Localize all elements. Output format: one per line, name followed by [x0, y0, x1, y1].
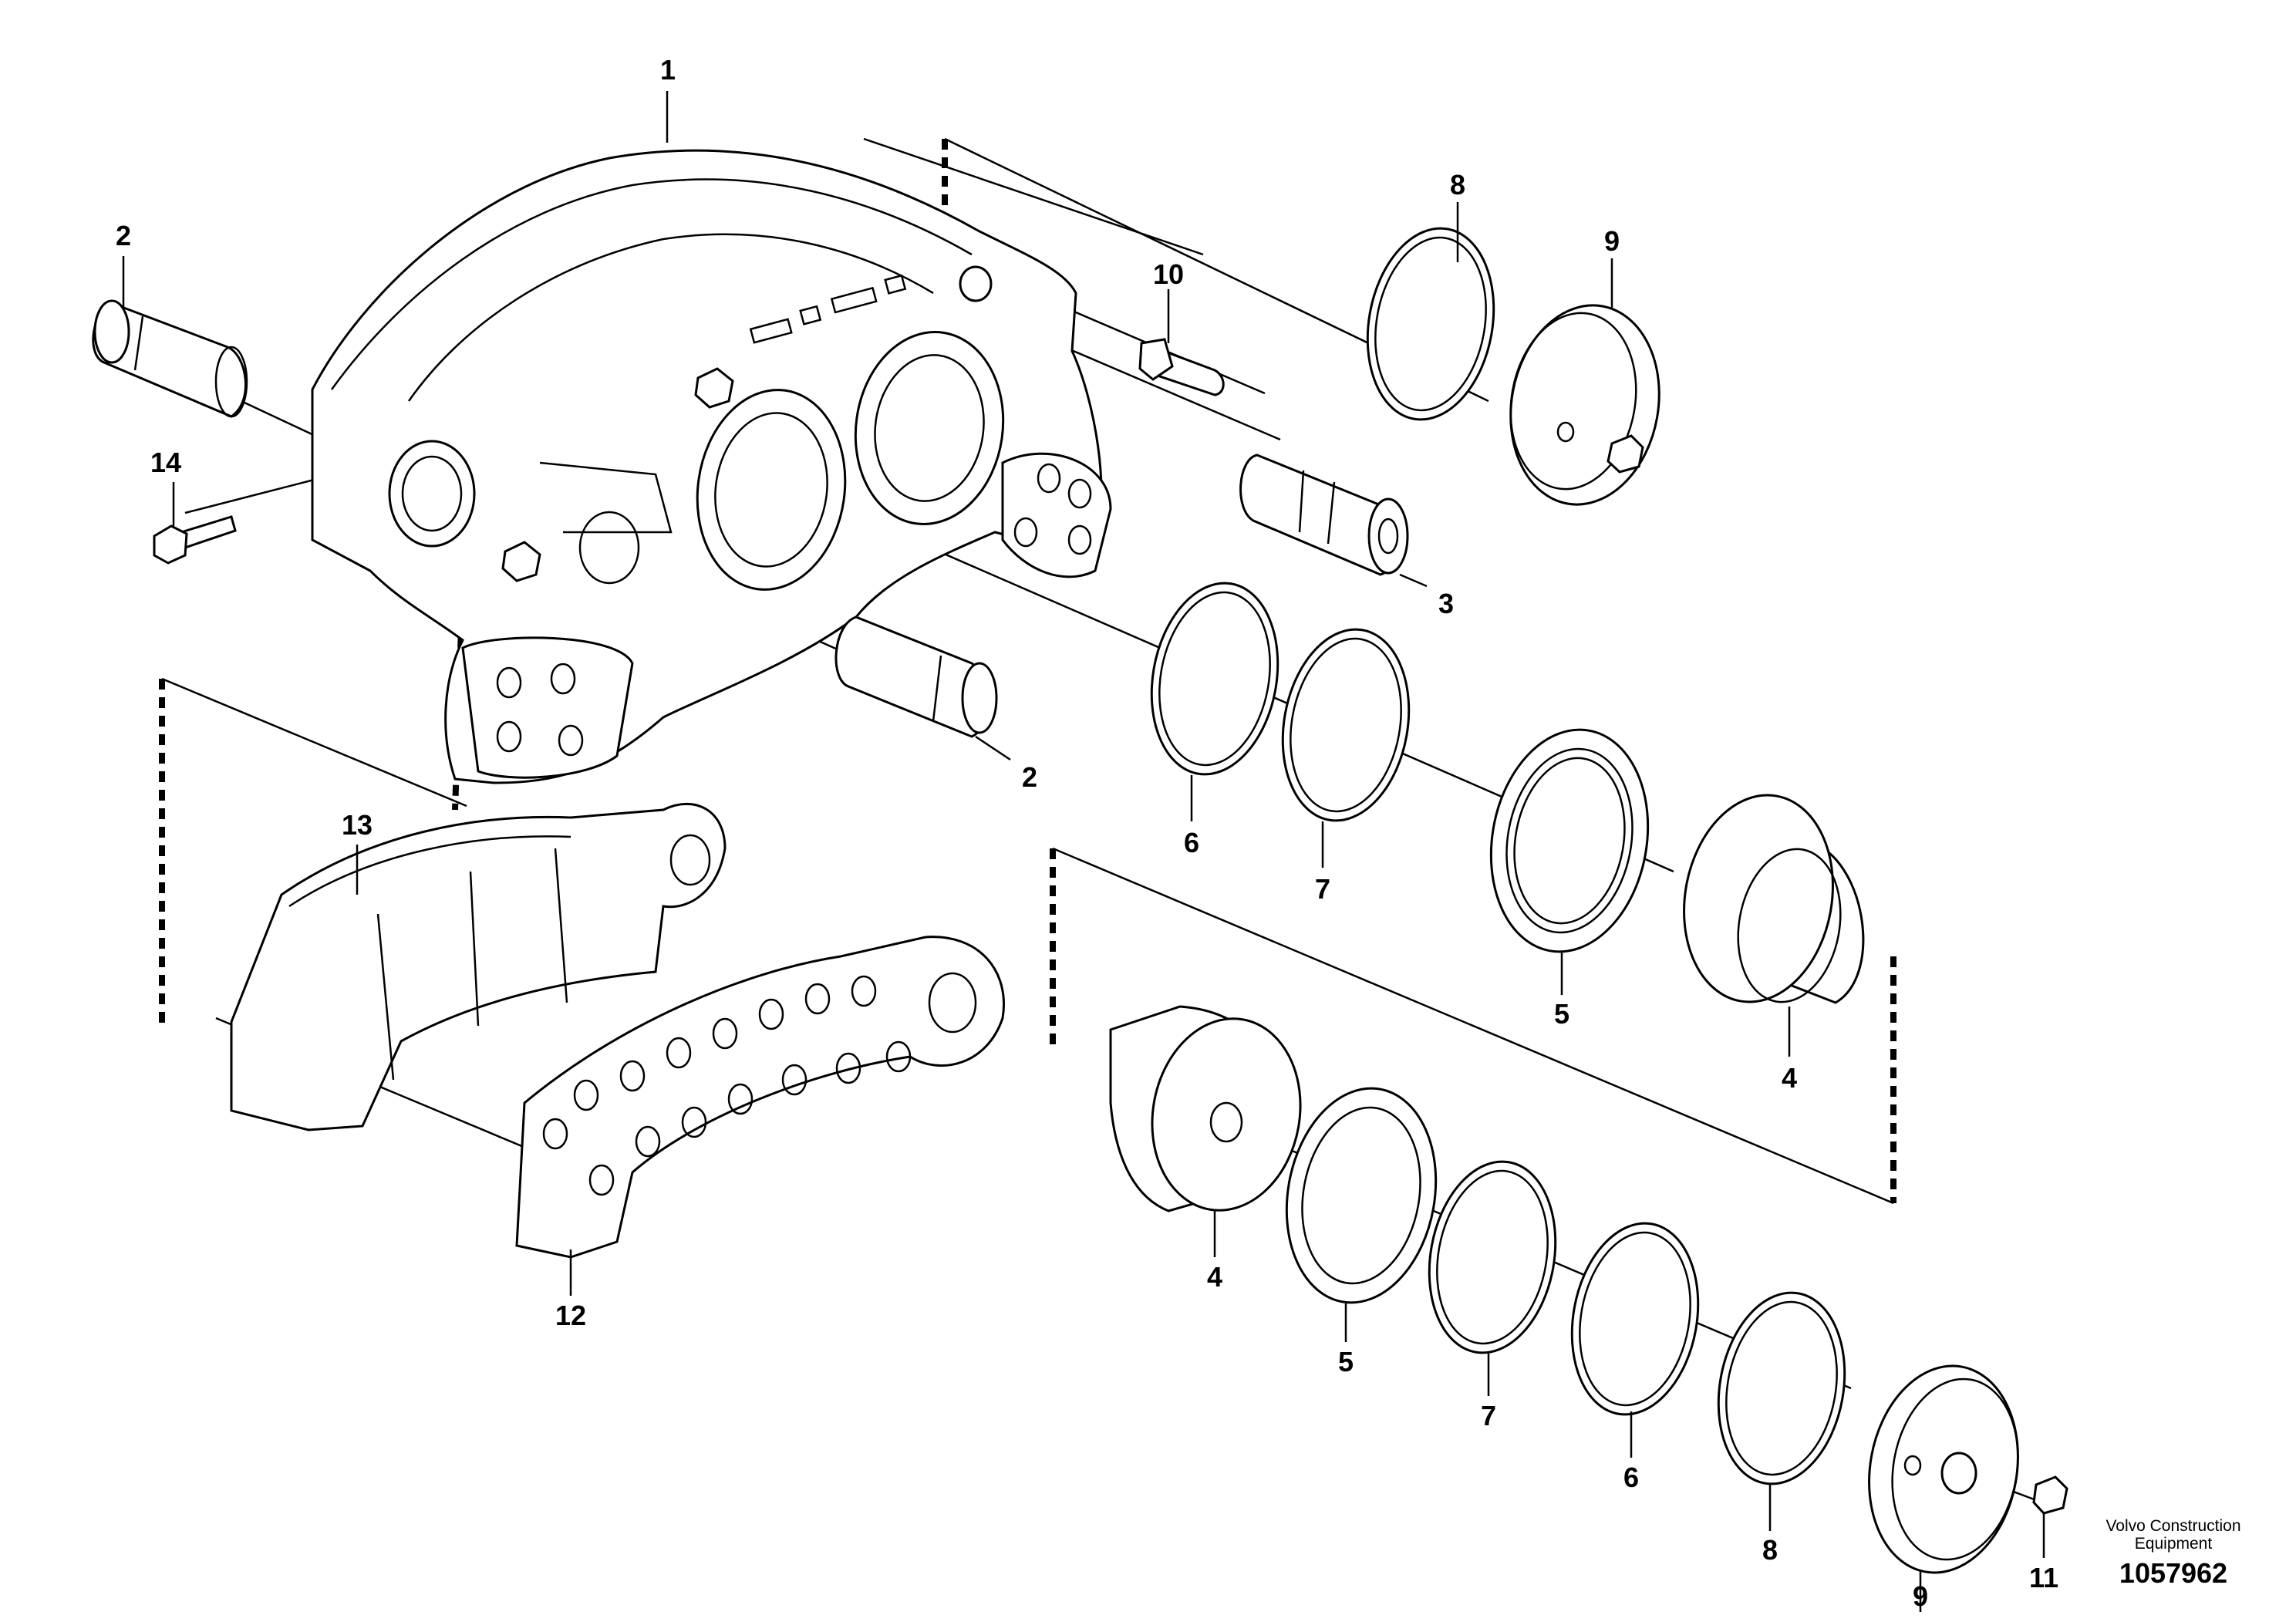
seal-ring-8-lower — [1717, 1291, 1846, 1485]
dust-boot-5-middle — [1489, 728, 1650, 953]
callout-2-upper: 2 — [116, 220, 131, 251]
cap-part-11 — [2032, 1475, 2068, 1515]
callout-9-upper: 9 — [1604, 225, 1620, 257]
callout-4-lower: 4 — [1207, 1261, 1222, 1293]
seal-ring-7-middle — [1281, 628, 1411, 822]
drawing-number: 1057962 — [2119, 1557, 2227, 1589]
seal-ring-7-lower — [1428, 1160, 1557, 1354]
caliper-housing — [311, 149, 1112, 784]
callout-5-lower: 5 — [1338, 1346, 1354, 1378]
brake-pad-13 — [230, 802, 727, 1131]
backing-plate-12 — [515, 936, 1005, 1259]
piston-4-middle — [1683, 794, 1865, 1004]
bleeder-nipple-part-10 — [1138, 338, 1225, 396]
callout-2-lower: 2 — [1022, 761, 1037, 793]
bolt-part-14 — [153, 515, 237, 565]
callout-9-lower: 9 — [1913, 1580, 1928, 1612]
seal-ring-6-middle — [1150, 582, 1279, 776]
callout-11: 11 — [2029, 1562, 2058, 1593]
callout-3: 3 — [1438, 588, 1454, 619]
callout-6-lower: 6 — [1623, 1462, 1639, 1493]
callout-10: 10 — [1153, 258, 1184, 290]
cover-9-upper — [1509, 304, 1660, 506]
plug-part-3 — [1239, 454, 1409, 576]
callout-7-lower: 7 — [1481, 1400, 1496, 1431]
callouts: 1 2 14 8 9 10 3 2 6 7 5 4 13 12 4 5 7 6 … — [116, 54, 2058, 1612]
leader-lines — [122, 91, 2045, 1612]
brand-line-1: Volvo Construction — [2106, 1517, 2240, 1535]
cover-9-lower — [1868, 1364, 2019, 1574]
callout-12: 12 — [555, 1300, 586, 1331]
drawing-footer: Volvo Construction Equipment 1057962 — [2106, 1517, 2240, 1589]
callout-6-middle: 6 — [1184, 827, 1199, 858]
callout-8-lower: 8 — [1762, 1534, 1778, 1566]
callout-14: 14 — [150, 447, 181, 478]
dust-boot-5-lower — [1285, 1087, 1438, 1304]
callout-13: 13 — [342, 809, 373, 841]
brand-line-2: Equipment — [2135, 1535, 2213, 1553]
guide-pin-upper — [92, 299, 248, 418]
callout-8-upper: 8 — [1450, 169, 1465, 201]
seal-ring-6-lower — [1570, 1222, 1700, 1416]
piston-4-lower — [1109, 1005, 1302, 1212]
guide-pin-lower — [834, 615, 998, 738]
callout-7-middle: 7 — [1315, 873, 1330, 905]
seal-ring-8-upper — [1366, 227, 1495, 421]
callout-4-middle: 4 — [1782, 1062, 1797, 1094]
callout-1: 1 — [660, 54, 676, 86]
callout-5-middle: 5 — [1554, 998, 1569, 1030]
